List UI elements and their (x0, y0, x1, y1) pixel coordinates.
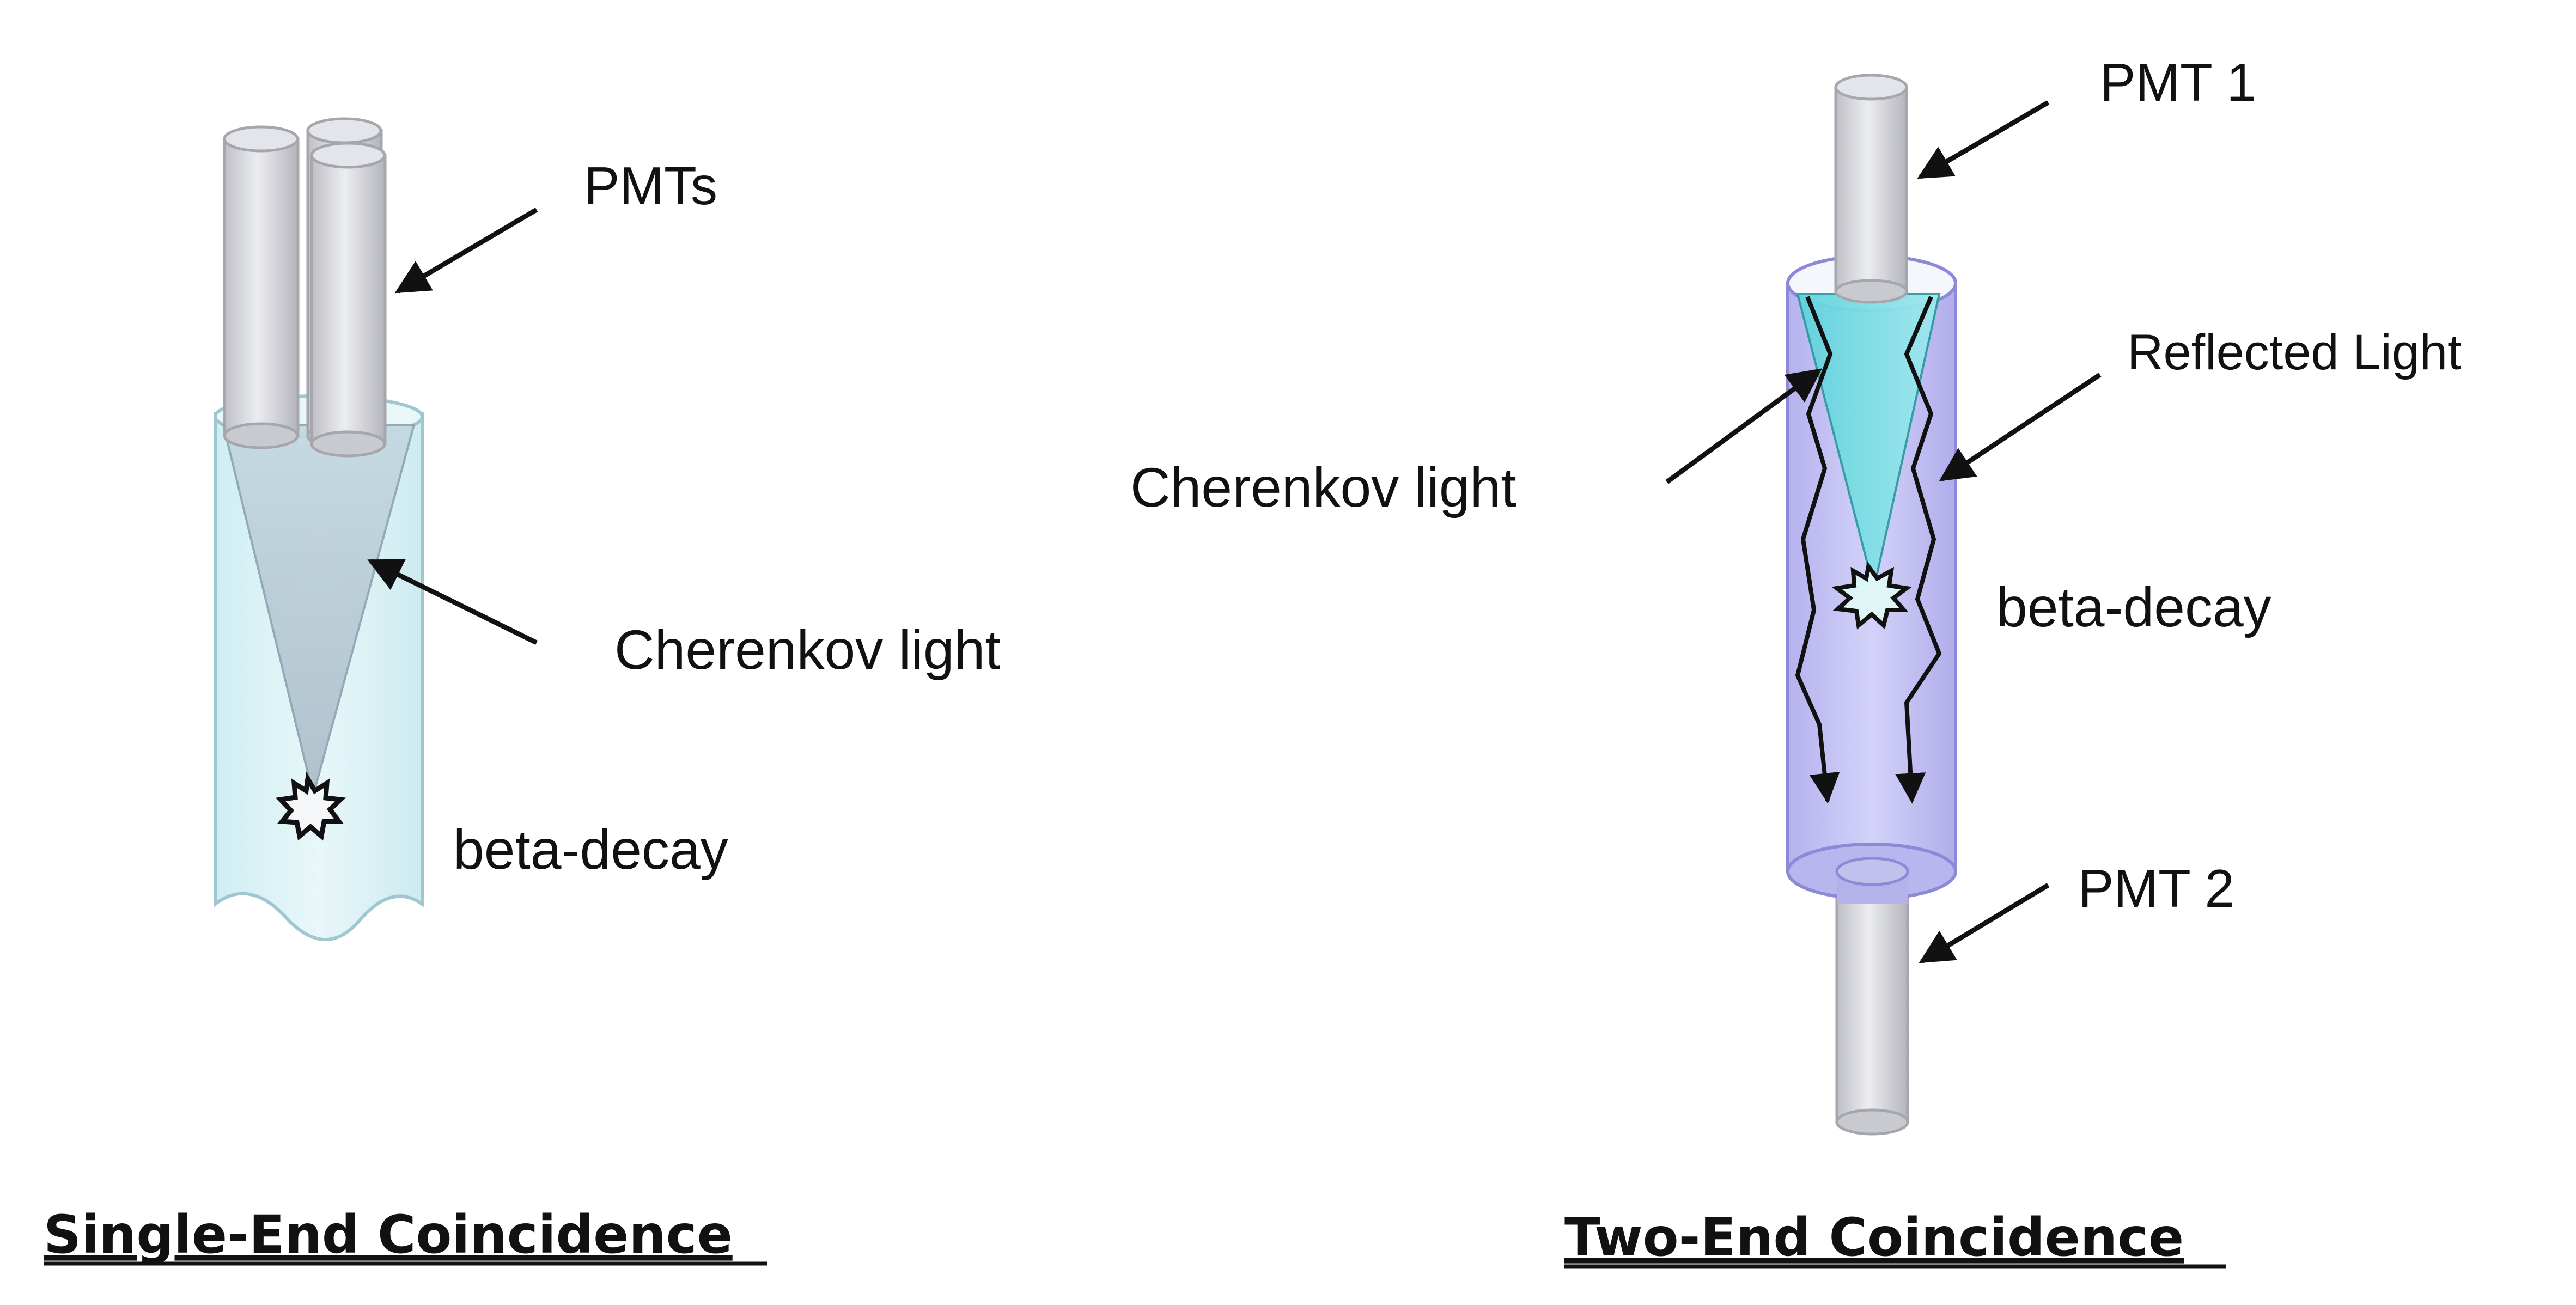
cherenkov-arrow-left (367, 558, 538, 645)
pmt2-label: PMT 2 (2078, 858, 2234, 918)
single-end-diagram: PMTs Cherenkov light beta-decay Single-E… (44, 117, 1001, 1266)
pmt1-cylinder (1834, 74, 1908, 304)
beta-decay-label-right: beta-decay (1996, 576, 2271, 638)
pmt-cylinder-left (223, 125, 300, 449)
pmt-cylinder-front (310, 142, 387, 458)
cherenkov-label-right: Cherenkov light (1130, 456, 1517, 519)
pmts-arrow (394, 208, 538, 294)
cherenkov-label-left: Cherenkov light (614, 619, 1001, 681)
pmt2-top-face (1835, 857, 1909, 904)
cherenkov-arrow-right (1665, 368, 1823, 484)
reflected-light-arrow (1939, 373, 2102, 481)
reflected-light-path-left (1795, 296, 1840, 804)
pmt1-label: PMT 1 (2100, 52, 2256, 112)
reflected-light-path-right (1895, 296, 1942, 804)
pmt2-arrow (1919, 883, 2050, 963)
single-end-caption: Single-End Coincidence (44, 1204, 733, 1265)
beta-decay-burst-icon-right (1831, 561, 1912, 630)
pmts-label: PMTs (584, 156, 717, 216)
two-end-diagram: PMT 1 Reflected Light Cherenkov light be… (1130, 52, 2462, 1269)
beta-decay-burst-icon (275, 771, 346, 841)
pmt1-arrow (1917, 100, 2050, 179)
beta-decay-label-left: beta-decay (453, 819, 728, 881)
pmt2-cylinder (1835, 873, 1909, 1136)
two-end-caption: Two-End Coincidence (1564, 1207, 2184, 1268)
reflected-light-label: Reflected Light (2127, 325, 2462, 380)
